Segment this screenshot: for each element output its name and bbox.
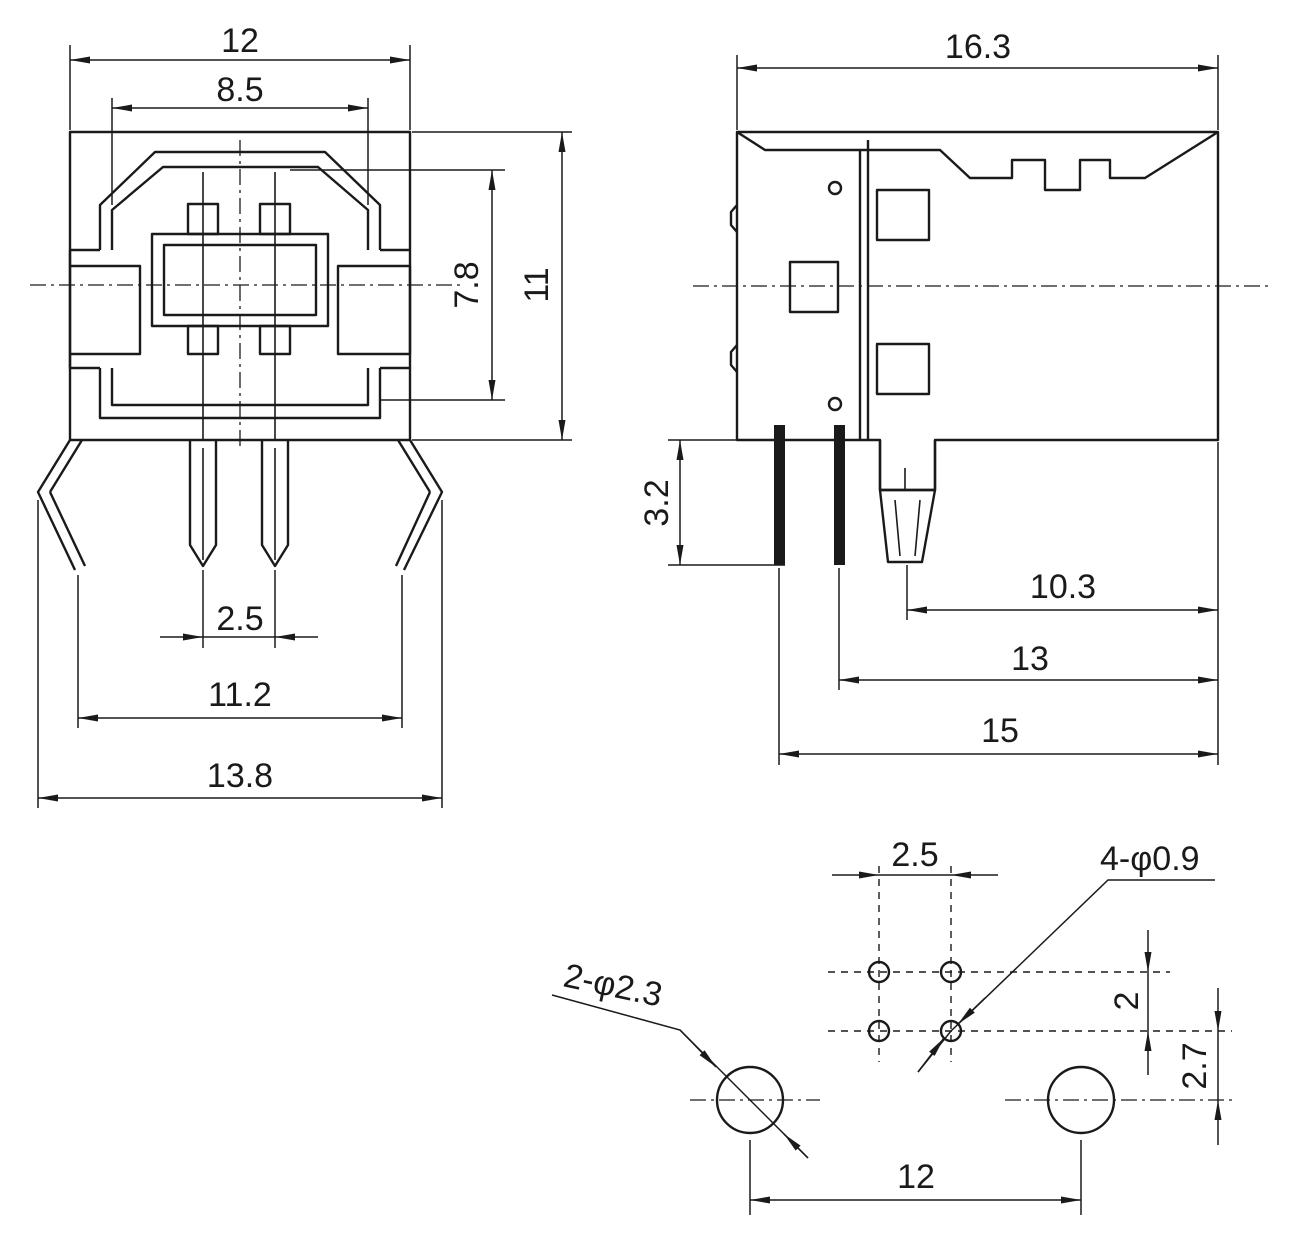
dim-12-label: 12 xyxy=(221,22,259,60)
left-latch-block xyxy=(68,264,142,356)
side-window-middle xyxy=(788,260,840,314)
right-latch-block xyxy=(336,264,412,356)
large-holes-label: 2-φ2.3 xyxy=(560,957,665,1015)
dim-13-label: 13 xyxy=(1011,640,1049,678)
small-hole-leader xyxy=(917,879,1215,1073)
small-hole-leader-arrow-2 xyxy=(917,1037,945,1073)
fp-dim-2-label: 2 xyxy=(1108,992,1146,1011)
dim-13-8-label: 13.8 xyxy=(207,757,273,795)
top-groove-profile xyxy=(736,130,1219,440)
side-dimples xyxy=(729,204,738,373)
small-holes-label: 4-φ0.9 xyxy=(1100,840,1200,878)
dim-11-label: 11 xyxy=(518,267,556,302)
latch-steps xyxy=(68,248,410,370)
dim-2-5-label: 2.5 xyxy=(216,600,263,638)
dim-15-label: 15 xyxy=(981,712,1019,750)
dim-11-2-label: 11.2 xyxy=(208,676,272,714)
side-pin-1 xyxy=(774,425,785,565)
side-hole-bottom xyxy=(827,396,843,412)
side-window-bottom xyxy=(875,342,931,396)
dim-8-5-label: 8.5 xyxy=(216,71,263,109)
dim-3-2-label: 3.2 xyxy=(638,479,676,526)
large-hole-leader-arrow-1 xyxy=(679,1029,717,1068)
side-hole-top xyxy=(827,180,843,196)
signal-pin-right xyxy=(260,440,290,568)
side-pin-2 xyxy=(834,425,845,565)
side-view: 16.3 3.2 10.3 13 15 xyxy=(638,28,1272,765)
large-hole-leader-arrow-2 xyxy=(783,1133,809,1159)
mounting-legs xyxy=(36,439,444,571)
side-mounting-leg xyxy=(878,440,937,564)
small-hole-leader-arrow xyxy=(957,997,986,1025)
dim-16-3-label: 16.3 xyxy=(945,28,1011,66)
fp-dim-12-label: 12 xyxy=(897,1158,935,1196)
pcb-footprint: 2.5 4-φ0.9 2-φ2.3 2 2.7 12 xyxy=(551,836,1232,1215)
fp-dim-2-5-label: 2.5 xyxy=(891,836,938,874)
front-view: 12 8.5 7.8 11 2.5 11.2 13.8 xyxy=(30,22,572,808)
side-leg-detail xyxy=(894,468,921,557)
mounting-leg-ends xyxy=(48,491,432,567)
side-window-top xyxy=(875,188,931,242)
signal-pin-left xyxy=(188,440,218,568)
large-hole-leader xyxy=(551,994,809,1159)
fp-dim-2-7-label: 2.7 xyxy=(1176,1042,1214,1089)
dim-7-8-label: 7.8 xyxy=(448,261,486,308)
dim-10-3-label: 10.3 xyxy=(1030,568,1096,606)
